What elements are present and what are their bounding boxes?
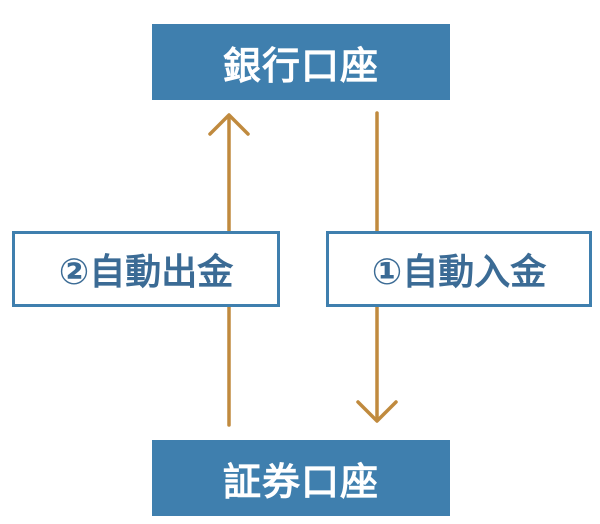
securities-account-label: 証券口座 — [222, 459, 379, 504]
bank-account-label: 銀行口座 — [222, 43, 379, 88]
bank-account-box: 銀行口座 — [152, 24, 450, 100]
auto-deposit-box: ①自動入金 — [326, 231, 592, 307]
auto-withdrawal-label: ②自動出金 — [58, 252, 234, 293]
securities-account-box: 証券口座 — [152, 440, 450, 516]
auto-withdrawal-box: ②自動出金 — [12, 231, 280, 307]
auto-deposit-label: ①自動入金 — [371, 252, 547, 293]
